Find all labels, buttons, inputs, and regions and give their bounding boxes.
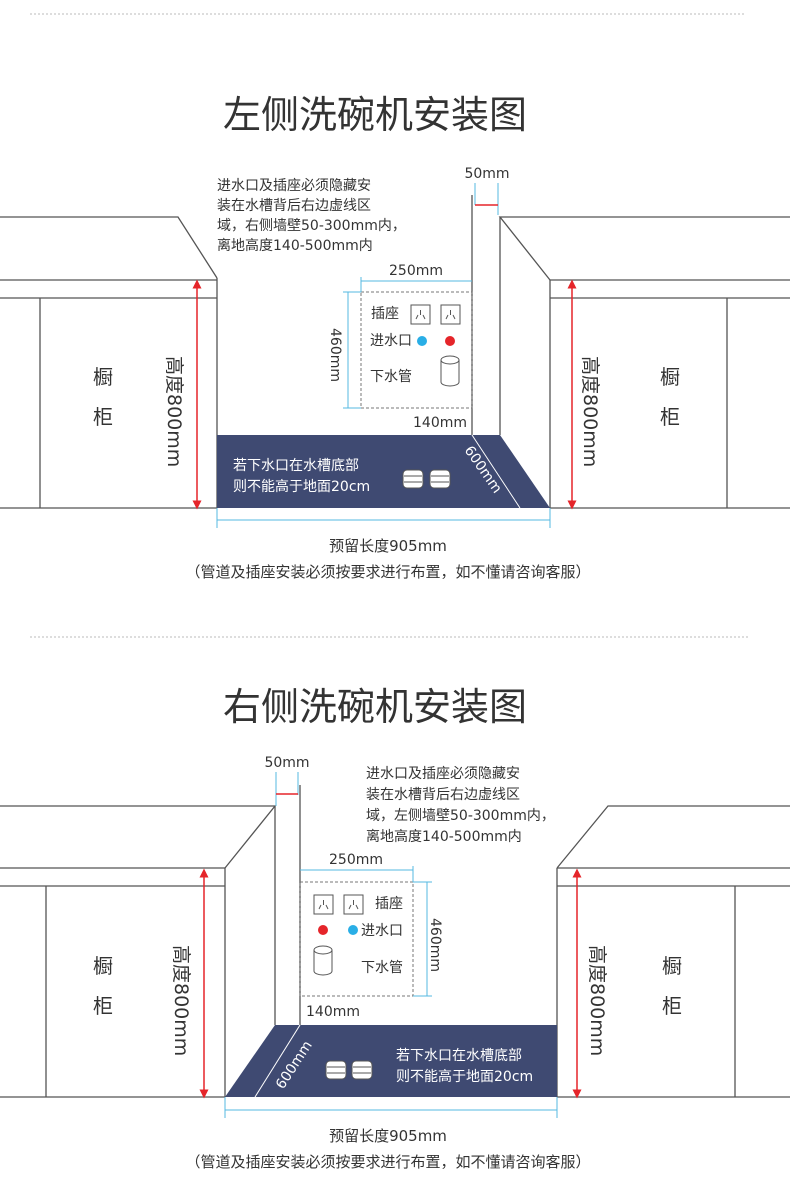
right-note-line-3: 域，左侧墙壁50-300mm内，	[366, 808, 555, 824]
left-title: 左侧洗碗机安装图	[223, 93, 527, 137]
right-left-cabinet-char-2: 柜	[93, 994, 113, 1018]
right-cold-inlet-icon	[348, 925, 358, 935]
left-socket-icon	[410, 304, 461, 325]
right-dim-height: 460mm	[427, 918, 443, 972]
right-drain-label: 下水管	[361, 960, 403, 976]
right-dim-width: 250mm	[329, 852, 383, 868]
right-cabinet	[556, 805, 790, 1098]
left-cabinet-char-1: 橱	[93, 365, 113, 389]
left-right-cabinet-char-1: 橱	[660, 365, 680, 389]
right-floor-text-1: 若下水口在水槽底部	[396, 1048, 522, 1064]
left-dim-height: 460mm	[327, 328, 343, 382]
left-floor-drain-icons	[402, 469, 451, 489]
right-note-line-1: 进水口及插座必须隐藏安	[366, 766, 520, 782]
left-hot-inlet-icon	[445, 336, 455, 346]
right-floor	[225, 1025, 557, 1097]
left-length-label: 预留长度905mm	[329, 537, 447, 555]
right-note-line-2: 装在水槽背后右边虚线区	[366, 787, 520, 803]
left-note-line-4: 离地高度140-500mm内	[217, 237, 373, 254]
right-length-label: 预留长度905mm	[329, 1127, 447, 1145]
left-socket-label: 插座	[371, 306, 399, 322]
left-diagram: 左侧洗碗机安装图 进水口及插座必须隐藏安 装在水槽背后右边虚线区 域，右侧墙壁5…	[0, 93, 790, 581]
left-dim-width: 250mm	[389, 263, 443, 279]
left-drain-pipe-icon	[440, 355, 460, 387]
right-hot-inlet-icon	[318, 925, 328, 935]
right-floor-diagonal	[254, 1024, 301, 1098]
right-left-cabinet-char-1: 橱	[93, 954, 113, 978]
left-drain-label: 下水管	[370, 369, 412, 385]
left-floor	[217, 435, 550, 508]
right-left-cabinet	[0, 805, 277, 1098]
right-footnote: （管道及插座安装必须按要求进行布置，如不懂请咨询客服）	[185, 1153, 590, 1171]
right-inlet-label: 进水口	[361, 923, 403, 939]
right-height-label: 高度800mm	[586, 945, 608, 1056]
left-floor-text-1: 若下水口在水槽底部	[233, 458, 359, 474]
right-cabinet-char-1: 橱	[662, 954, 682, 978]
left-right-cabinet	[498, 216, 790, 509]
left-cold-inlet-icon	[417, 336, 427, 346]
right-socket-icon	[313, 894, 364, 915]
left-dim-bottom: 140mm	[413, 415, 467, 431]
left-note-line-1: 进水口及插座必须隐藏安	[217, 178, 371, 194]
right-diagram: 右侧洗碗机安装图 进水口及插座必须隐藏安 装在水槽背后右边虚线区 域，左侧墙壁5…	[0, 685, 790, 1171]
left-install-zone	[360, 291, 473, 409]
right-install-zone	[299, 881, 414, 997]
right-floor-drain-icons	[325, 1060, 373, 1080]
right-cabinet-char-2: 柜	[662, 994, 682, 1018]
left-note-line-2: 装在水槽背后右边虚线区	[217, 198, 371, 214]
left-note-line-3: 域，右侧墙壁50-300mm内，	[217, 218, 406, 234]
left-floor-text-2: 则不能高于地面20cm	[233, 478, 370, 495]
right-dim-bottom: 140mm	[306, 1004, 360, 1020]
right-socket-label: 插座	[375, 896, 403, 912]
right-left-height-label: 高度800mm	[170, 945, 192, 1056]
left-dim-top: 50mm	[464, 166, 509, 182]
right-floor-text-2: 则不能高于地面20cm	[396, 1068, 533, 1085]
left-inlet-label: 进水口	[370, 333, 412, 349]
left-cabinet-char-2: 柜	[93, 405, 113, 429]
right-title: 右侧洗碗机安装图	[223, 685, 527, 729]
left-footnote: （管道及插座安装必须按要求进行布置，如不懂请咨询客服）	[185, 563, 590, 581]
left-right-cabinet-char-2: 柜	[660, 405, 680, 429]
left-floor-diagonal	[471, 434, 521, 509]
right-drain-pipe-icon	[313, 945, 333, 976]
left-height-label: 高度800mm	[163, 356, 185, 467]
left-right-height-label: 高度800mm	[579, 356, 601, 467]
right-note-line-4: 离地高度140-500mm内	[366, 828, 522, 845]
right-dim-top: 50mm	[264, 755, 309, 771]
